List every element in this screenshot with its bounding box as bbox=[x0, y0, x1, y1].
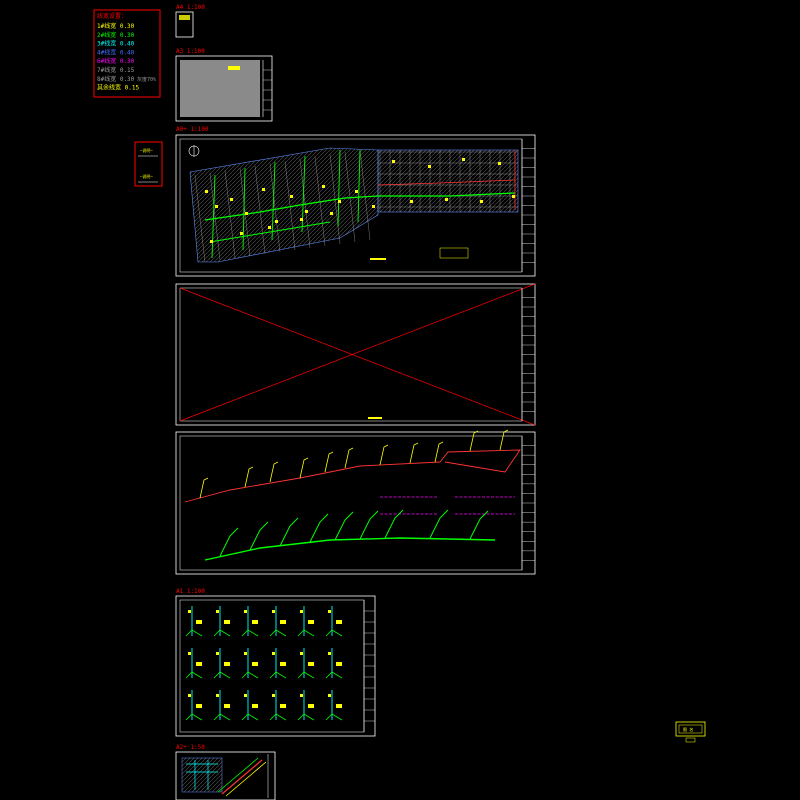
riser-detail bbox=[213, 690, 231, 721]
sheet-a4-label: A4 1:100 bbox=[176, 4, 205, 11]
sheet-empty-crossed[interactable] bbox=[175, 283, 536, 426]
riser-detail bbox=[269, 606, 287, 637]
building-plan bbox=[189, 147, 519, 263]
small-note-box: —说明— —说明— bbox=[134, 141, 163, 187]
stamp-label: 图 名 bbox=[683, 726, 693, 732]
riser-detail bbox=[241, 648, 259, 679]
sheet-local-plan[interactable]: A2+ 1:50 bbox=[175, 744, 276, 800]
legend-extra-note: 灰度70% bbox=[137, 76, 156, 83]
sheet-isometric-systems[interactable] bbox=[175, 429, 536, 575]
riser-detail bbox=[297, 690, 315, 721]
legend-row: 3#线宽 0.40 bbox=[97, 40, 135, 48]
riser-detail bbox=[241, 606, 259, 637]
small-note-line1: —说明— bbox=[140, 147, 153, 153]
riser-detail bbox=[213, 606, 231, 637]
legend-rows: 1#线宽 0.302#线宽 0.303#线宽 0.404#线宽 0.406#线宽… bbox=[97, 22, 139, 92]
line-width-legend: 线宽设置： 1#线宽 0.302#线宽 0.303#线宽 0.404#线宽 0.… bbox=[93, 9, 161, 98]
legend-row: 7#线宽 0.15 bbox=[97, 66, 135, 74]
sheet-plan-label: A0+ 1:100 bbox=[176, 126, 209, 133]
sheet-a3-label: A3 1:100 bbox=[176, 48, 205, 55]
legend-row: 1#线宽 0.30 bbox=[97, 22, 135, 30]
riser-detail bbox=[297, 606, 315, 637]
legend-title: 线宽设置： bbox=[97, 12, 127, 20]
riser-detail bbox=[269, 690, 287, 721]
legend-row: 2#线宽 0.30 bbox=[97, 31, 135, 39]
riser-detail bbox=[185, 606, 203, 637]
riser-detail bbox=[269, 648, 287, 679]
sheet-a3[interactable]: A3 1:100 bbox=[175, 48, 273, 122]
sheet-riser-details[interactable]: A1 1:100 bbox=[175, 588, 376, 737]
sheet-a4[interactable]: A4 1:100 bbox=[175, 4, 205, 38]
riser-detail bbox=[325, 648, 343, 679]
legend-row: 6#线宽 0.30 bbox=[97, 57, 135, 65]
riser-detail bbox=[241, 690, 259, 721]
sheet-a1-label: A1 1:100 bbox=[176, 588, 205, 595]
drawing-stamp[interactable]: 图 名 bbox=[675, 721, 706, 743]
riser-detail bbox=[213, 648, 231, 679]
riser-detail bbox=[325, 690, 343, 721]
riser-detail bbox=[185, 690, 203, 721]
small-note-line2: —说明— bbox=[140, 173, 153, 179]
legend-row: 8#线宽 0.30 bbox=[97, 75, 135, 83]
riser-detail bbox=[325, 606, 343, 637]
legend-row: 其余线宽 0.15 bbox=[97, 84, 139, 92]
legend-row: 4#线宽 0.40 bbox=[97, 48, 135, 56]
riser-detail bbox=[297, 648, 315, 679]
sheet-a2-label: A2+ 1:50 bbox=[176, 744, 205, 751]
riser-detail bbox=[185, 648, 203, 679]
sheet-floor-plan[interactable]: A0+ 1:100 bbox=[175, 126, 536, 277]
